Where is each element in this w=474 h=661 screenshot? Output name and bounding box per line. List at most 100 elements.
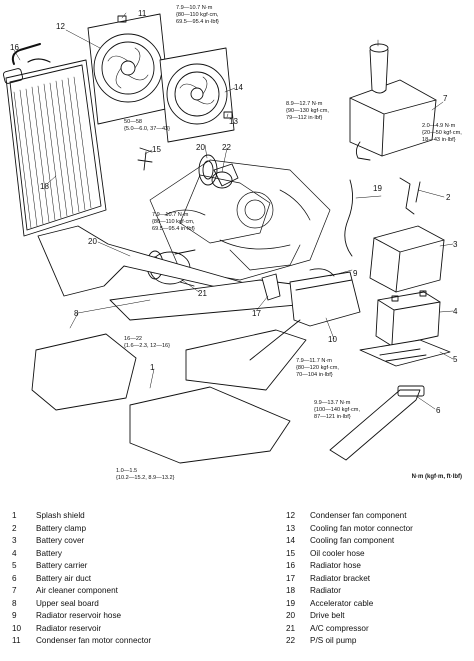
legend-item-number: 13 — [286, 523, 296, 533]
legend-item-number: 10 — [12, 623, 22, 633]
torque-spec-seal-board: 16—22 {1.6—2.3, 12—16} — [124, 336, 170, 349]
legend-item: 1 Splash shield — [12, 510, 262, 523]
legend-item-number: 8 — [12, 598, 17, 608]
legend-item-number: 20 — [286, 611, 296, 620]
callout-3: 3 — [453, 240, 458, 249]
callout-21: 21 — [198, 289, 207, 298]
legend-item-number: 3 — [12, 536, 17, 545]
battery-clamp — [399, 177, 421, 215]
legend-item-number: 18 — [286, 586, 296, 595]
legend-item: 22 P/S oil pump — [286, 635, 474, 648]
legend-item: 4 Battery — [12, 548, 262, 561]
legend-item-number: 4 — [12, 548, 17, 558]
legend-item-label: Radiator bracket — [310, 573, 371, 583]
legend-item-label: Radiator — [310, 586, 341, 595]
legend-item: 9 Radiator reservoir hose — [12, 610, 262, 623]
legend-item-number: 15 — [286, 548, 296, 558]
legend-item-label: Battery carrier — [36, 561, 88, 570]
legend-item-label: Battery — [36, 548, 62, 558]
callout-8: 8 — [74, 309, 79, 318]
cooling-fan — [159, 47, 235, 143]
legend-item-number: 2 — [12, 523, 17, 533]
legend-item-label: Accelerator cable — [310, 598, 374, 608]
callout-16: 16 — [10, 43, 19, 52]
callout-9: 9 — [353, 269, 358, 278]
torque-spec-air-cleaner: 8.9—12.7 N·m {90—130 kgf·cm, 79—112 in·l… — [286, 101, 330, 121]
legend-item-label: Drive belt — [310, 611, 345, 620]
legend-item: 7 Air cleaner component — [12, 585, 262, 598]
legend-item: 18 Radiator — [286, 585, 474, 598]
legend-item-number: 7 — [12, 586, 17, 595]
exploded-parts-diagram: 11 12 16 14 13 15 18 20 22 7 2 19 3 9 4 … — [3, 5, 463, 481]
legend-item-number: 9 — [12, 611, 17, 620]
radiator-reservoir — [289, 271, 361, 327]
torque-spec-top: 7.9—10.7 N·m {80—110 kgf·cm, 69.5—95.4 i… — [176, 5, 220, 25]
legend-item: 16 Radiator hose — [286, 560, 474, 573]
legend-item-number: 22 — [286, 636, 296, 645]
legend-item-number: 21 — [286, 623, 296, 633]
callout-17: 17 — [252, 309, 261, 318]
units-note: N·m (kgf·m, ft·lbf) — [411, 474, 462, 480]
callout-2: 2 — [446, 193, 451, 202]
legend-item-label: Radiator reservoir hose — [36, 611, 122, 620]
legend-item-number: 16 — [286, 561, 296, 570]
legend-item-label: Condenser fan motor connector — [36, 636, 152, 645]
legend-item-number: 1 — [12, 511, 17, 520]
callout-10: 10 — [328, 335, 337, 344]
legend-item: 6 Battery air duct — [12, 573, 262, 586]
radiator — [3, 58, 107, 237]
callout-4: 4 — [453, 307, 458, 316]
legend-item-number: 11 — [12, 636, 21, 645]
legend-item-number: 14 — [286, 536, 296, 545]
callout-6: 6 — [436, 406, 441, 415]
battery-air-duct — [329, 385, 425, 461]
legend-item-label: P/S oil pump — [310, 636, 357, 645]
legend-item-number: 6 — [12, 573, 17, 583]
callout-14: 14 — [234, 83, 243, 92]
torque-spec-fan: 50—58 {5.0—6.0, 37—43} — [124, 119, 170, 132]
battery — [375, 290, 441, 347]
callout-20-lower: 20 — [88, 237, 97, 246]
condenser-fan-motor-connector — [117, 15, 127, 23]
torque-spec-carrier: 7.9—11.7 N·m {80—120 kgf·cm, 70—104 in·l… — [296, 358, 340, 378]
air-cleaner — [349, 43, 437, 161]
legend-item-number: 5 — [12, 561, 17, 570]
callout-1: 1 — [150, 363, 155, 372]
legend-item-label: Splash shield — [36, 511, 85, 520]
torque-spec-right: 2.0—4.9 N·m {20—50 kgf·cm, 18—43 in·lbf} — [422, 123, 463, 143]
leader-lines — [13, 12, 454, 410]
legend-item: 13 Cooling fan motor connector — [286, 523, 474, 536]
drive-belt — [198, 154, 218, 186]
callout-12: 12 — [56, 22, 65, 31]
splash-shield — [31, 319, 307, 464]
callout-20-upper: 20 — [196, 143, 205, 152]
upper-seal-board — [37, 225, 341, 321]
radiator-bracket — [261, 273, 281, 301]
accelerator-cable — [344, 179, 353, 257]
legend-item: 11 Condenser fan motor connector — [12, 635, 262, 648]
legend-item-number: 19 — [286, 598, 296, 608]
legend-item-label: Air cleaner component — [36, 586, 118, 595]
callout-18: 18 — [40, 182, 49, 191]
legend-item-label: Cooling fan component — [310, 536, 395, 545]
legend-item: 19 Accelerator cable — [286, 598, 474, 611]
legend-item-label: Battery air duct — [36, 573, 92, 583]
radiator-hose — [11, 43, 41, 65]
legend-item-label: Radiator hose — [310, 561, 361, 570]
callout-13: 13 — [229, 117, 238, 126]
legend-item-label: Radiator reservoir — [36, 623, 102, 633]
legend-item: 5 Battery carrier — [12, 560, 262, 573]
legend-item-label: Cooling fan motor connector — [310, 523, 413, 533]
torque-spec-bracket: 9.9—13.7 N·m {100—140 kgf·cm, 87—121 in·… — [314, 400, 362, 420]
condenser-fan — [87, 13, 171, 125]
legend-item: 10 Radiator reservoir — [12, 623, 262, 636]
legend-item-label: Battery cover — [36, 536, 85, 545]
